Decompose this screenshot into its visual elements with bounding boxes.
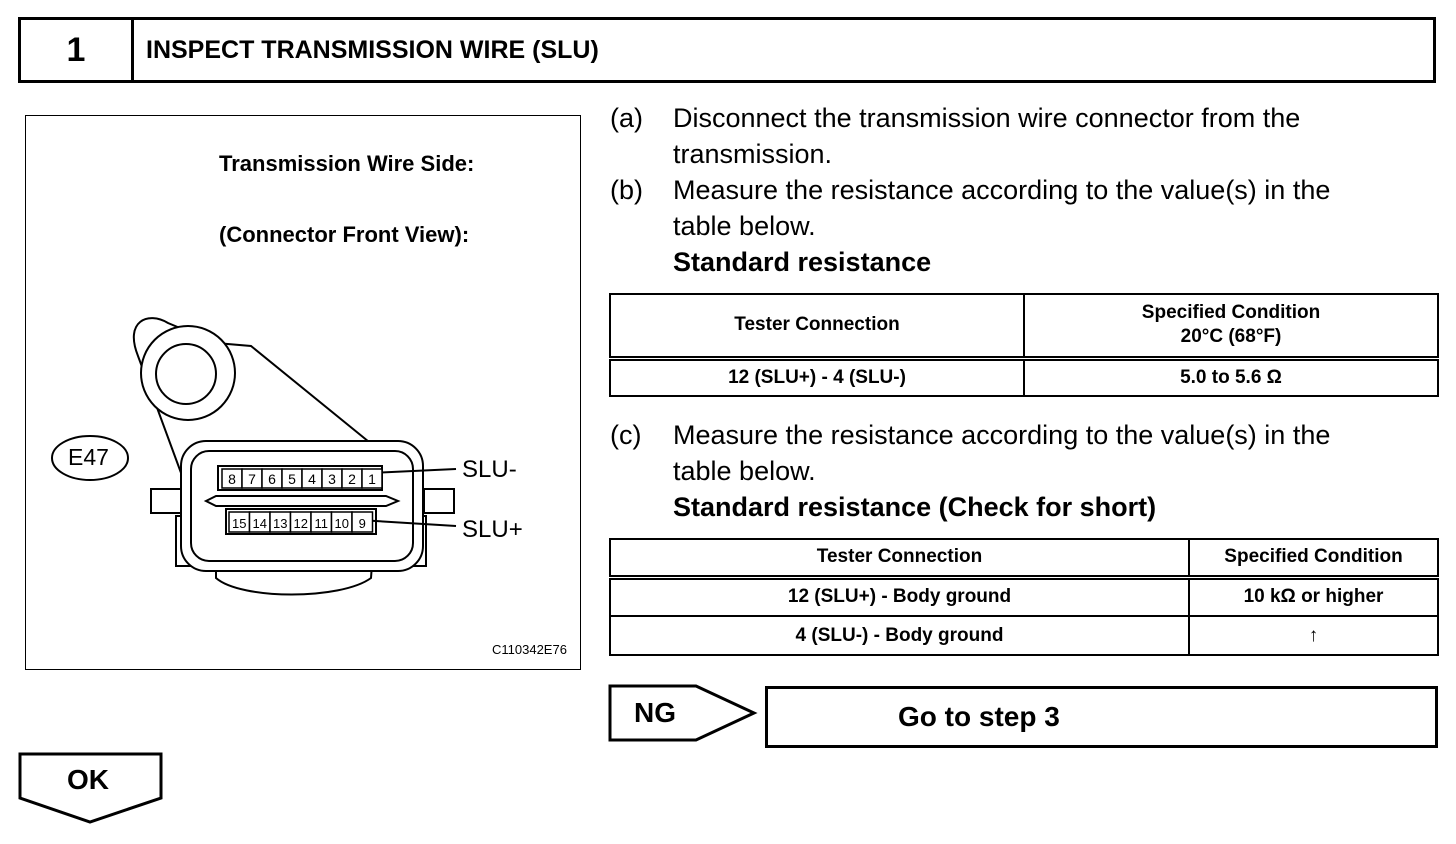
table2-row2-condition: ↑ [1188,615,1439,656]
bottom-pin-label-13: 13 [273,516,287,531]
table1-row1-connection: 12 (SLU+) - 4 (SLU-) [609,357,1025,397]
instruction-b-line1: Measure the resistance according to the … [673,175,1331,205]
ng-label: NG [634,697,676,728]
table-row: 4 (SLU-) - Body ground ↑ [609,615,1439,656]
short-check-heading: Standard resistance (Check for short) [673,492,1157,522]
right-latch [423,488,455,514]
standard-resistance-table: Tester Connection Specified Condition 20… [609,293,1439,397]
instruction-a-label: (a) [610,103,643,133]
step-header: 1 INSPECT TRANSMISSION WIRE (SLU) [18,17,1436,83]
table2-header-condition: Specified Condition [1188,538,1439,580]
table-row: 12 (SLU+) - Body ground 10 kΩ or higher [609,576,1439,617]
bottom-pin-label-12: 12 [294,516,308,531]
ok-label: OK [67,764,109,795]
ng-arrow [608,684,758,742]
instruction-c: (c) Measure the resistance according to … [610,417,1456,489]
instruction-c-line2: table below. [673,456,816,486]
table-row: 12 (SLU+) - 4 (SLU-) 5.0 to 5.6 Ω [609,357,1439,397]
slu-plus-leader [358,519,457,527]
figure-code: C110342E76 [492,642,567,657]
instruction-b-line2: table below. [673,211,816,241]
top-pin-label-6: 6 [268,471,276,487]
ok-arrow [18,752,163,824]
instruction-c-line1: Measure the resistance according to the … [673,420,1331,450]
bottom-pin-label-9: 9 [359,516,366,531]
bottom-pin-label-15: 15 [232,516,246,531]
instruction-a-text: Disconnect the transmission wire connect… [673,100,1453,172]
instruction-a-line2: transmission. [673,139,833,169]
table2-row1-condition: 10 kΩ or higher [1188,576,1439,617]
divider-rail [203,495,401,507]
connector-id: E47 [68,444,109,470]
mounting-hole-inner [155,343,217,405]
table1-header-condition-line1: Specified Condition [1141,302,1321,324]
instruction-c-label: (c) [610,420,642,450]
instruction-a: (a) Disconnect the transmission wire con… [610,100,1456,172]
top-pin-label-7: 7 [248,471,256,487]
bottom-pin-cell-9 [351,511,374,533]
instruction-a-line1: Disconnect the transmission wire connect… [673,103,1301,133]
go-to-step-text: Go to step 3 [898,701,1060,732]
top-pin-label-2: 2 [348,471,356,487]
top-pin-label-8: 8 [228,471,236,487]
instruction-b: (b) Measure the resistance according to … [610,172,1456,244]
bottom-pin-label-11: 11 [315,516,329,531]
table1-header-connection: Tester Connection [609,293,1025,361]
short-check-table: Tester Connection Specified Condition 12… [609,538,1439,656]
table1-header-condition: Specified Condition 20°C (68°F) [1023,293,1439,361]
go-to-step-box: Go to step 3 [765,686,1438,748]
table1-header-condition-line2: 20°C (68°F) [1180,326,1282,348]
table2-header-connection: Tester Connection [609,538,1190,580]
left-latch [150,488,182,514]
instruction-c-text: Measure the resistance according to the … [673,417,1453,489]
top-pin-label-1: 1 [368,471,376,487]
instruction-b-label: (b) [610,175,643,205]
figure-view-label: (Connector Front View): [219,222,470,247]
connector-id-ellipse [51,435,129,481]
table1-row1-condition: 5.0 to 5.6 Ω [1023,357,1439,397]
top-pin-label-4: 4 [308,471,316,487]
step-title: INSPECT TRANSMISSION WIRE (SLU) [146,35,599,64]
bottom-pin-label-14: 14 [253,516,267,531]
standard-resistance-heading: Standard resistance [673,247,932,277]
top-pin-label-5: 5 [288,471,296,487]
table2-row2-connection: 4 (SLU-) - Body ground [609,615,1190,656]
bottom-pin-label-10: 10 [335,516,349,531]
slu-minus-callout: SLU- [462,456,517,483]
figure-side-label: Transmission Wire Side: [219,151,475,176]
top-pin-label-3: 3 [328,471,336,487]
top-pin-cell-1 [361,468,383,489]
instruction-b-text: Measure the resistance according to the … [673,172,1453,244]
step-number: 1 [21,20,134,80]
connector-figure: Transmission Wire Side: (Connector Front… [25,115,581,670]
slu-plus-callout: SLU+ [462,516,523,543]
table2-row1-connection: 12 (SLU+) - Body ground [609,576,1190,617]
